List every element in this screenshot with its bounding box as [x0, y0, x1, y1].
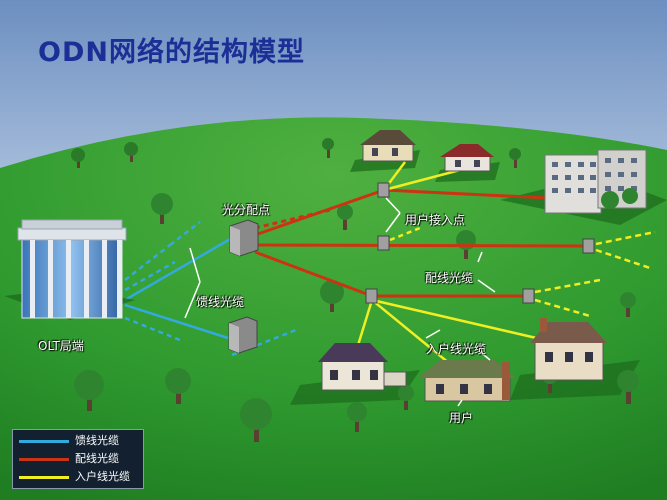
access-point-box: [365, 288, 378, 304]
label-pointers: [184, 197, 496, 407]
distribution-cable-line: [254, 208, 331, 230]
tree: [509, 148, 521, 168]
tree: [337, 204, 353, 230]
distribution-cable-label: 配线光缆: [425, 271, 474, 285]
feeder-cable-line: [124, 303, 229, 340]
house: [530, 318, 607, 381]
user-access-point-label: 用户接入点: [405, 213, 466, 227]
drop-cable-label: 入户线光缆: [426, 342, 487, 356]
legend-swatch: [19, 476, 69, 479]
tree: [322, 138, 334, 158]
feeder-cable-label: 馈线光缆: [196, 295, 245, 309]
drop-cables: [353, 161, 656, 369]
apartment-building: [544, 149, 647, 214]
tree: [124, 142, 138, 162]
label-pointer: [385, 197, 401, 214]
house: [360, 130, 416, 162]
tree: [151, 193, 173, 224]
distribution-cable-line: [254, 243, 589, 248]
label-pointer: [425, 329, 441, 339]
tree: [617, 370, 639, 404]
legend-label: 馈线光缆: [75, 434, 119, 447]
feeder-cables: [124, 221, 297, 357]
feeder-cable-line: [124, 244, 171, 281]
label-pointer: [477, 279, 496, 293]
access-point-boxes: [365, 182, 595, 304]
label-pointer: [189, 247, 201, 283]
legend-item-distribution: 配线光缆: [13, 451, 143, 467]
splitter-cabinet: [229, 219, 259, 257]
label-pointer: [477, 251, 483, 263]
tree: [347, 402, 367, 432]
drop-cable-line: [371, 298, 546, 342]
tree: [240, 398, 272, 442]
legend: 馈线光缆 配线光缆 入户线光缆: [12, 429, 144, 489]
olt-building: [4, 219, 135, 320]
house: [318, 343, 407, 391]
feeder-cable-line: [124, 316, 181, 342]
distribution-cable-line: [383, 188, 549, 200]
distribution-cables: [254, 188, 589, 298]
label-pointer: [385, 212, 401, 233]
diagram-title: ODN网络的结构模型: [38, 37, 305, 68]
distribution-cable-line: [254, 250, 373, 298]
feeder-cable-line: [124, 260, 176, 292]
label-pointer: [477, 349, 491, 361]
splitter-label: 光分配点: [222, 203, 271, 217]
legend-item-feeder: 馈线光缆: [13, 433, 143, 449]
users-label: 用户: [449, 411, 474, 425]
legend-label: 入户线光缆: [75, 470, 130, 483]
tree: [165, 368, 191, 404]
drop-cable-line: [534, 278, 601, 294]
feeder-cable-line: [124, 236, 233, 302]
drop-cable-line: [595, 230, 656, 246]
access-point-box: [522, 288, 535, 304]
access-point-box: [377, 235, 390, 251]
access-point-box: [377, 182, 390, 198]
legend-label: 配线光缆: [75, 452, 119, 465]
label-pointer: [184, 281, 201, 319]
drop-cable-line: [371, 299, 456, 369]
tree: [71, 148, 85, 168]
olt-label: OLT局端: [38, 339, 84, 353]
label-pointer: [457, 399, 463, 407]
tree: [620, 292, 636, 317]
house: [440, 144, 494, 172]
tree: [74, 370, 104, 411]
tree: [398, 385, 414, 410]
legend-item-drop: 入户线光缆: [13, 469, 143, 485]
drop-cable-line: [383, 168, 461, 192]
house: [418, 360, 516, 402]
tree: [320, 280, 344, 312]
feeder-cable-line: [169, 221, 201, 246]
legend-swatch: [19, 440, 69, 443]
splitter-cabinet: [228, 316, 258, 354]
legend-swatch: [19, 458, 69, 461]
access-point-box: [582, 238, 595, 254]
